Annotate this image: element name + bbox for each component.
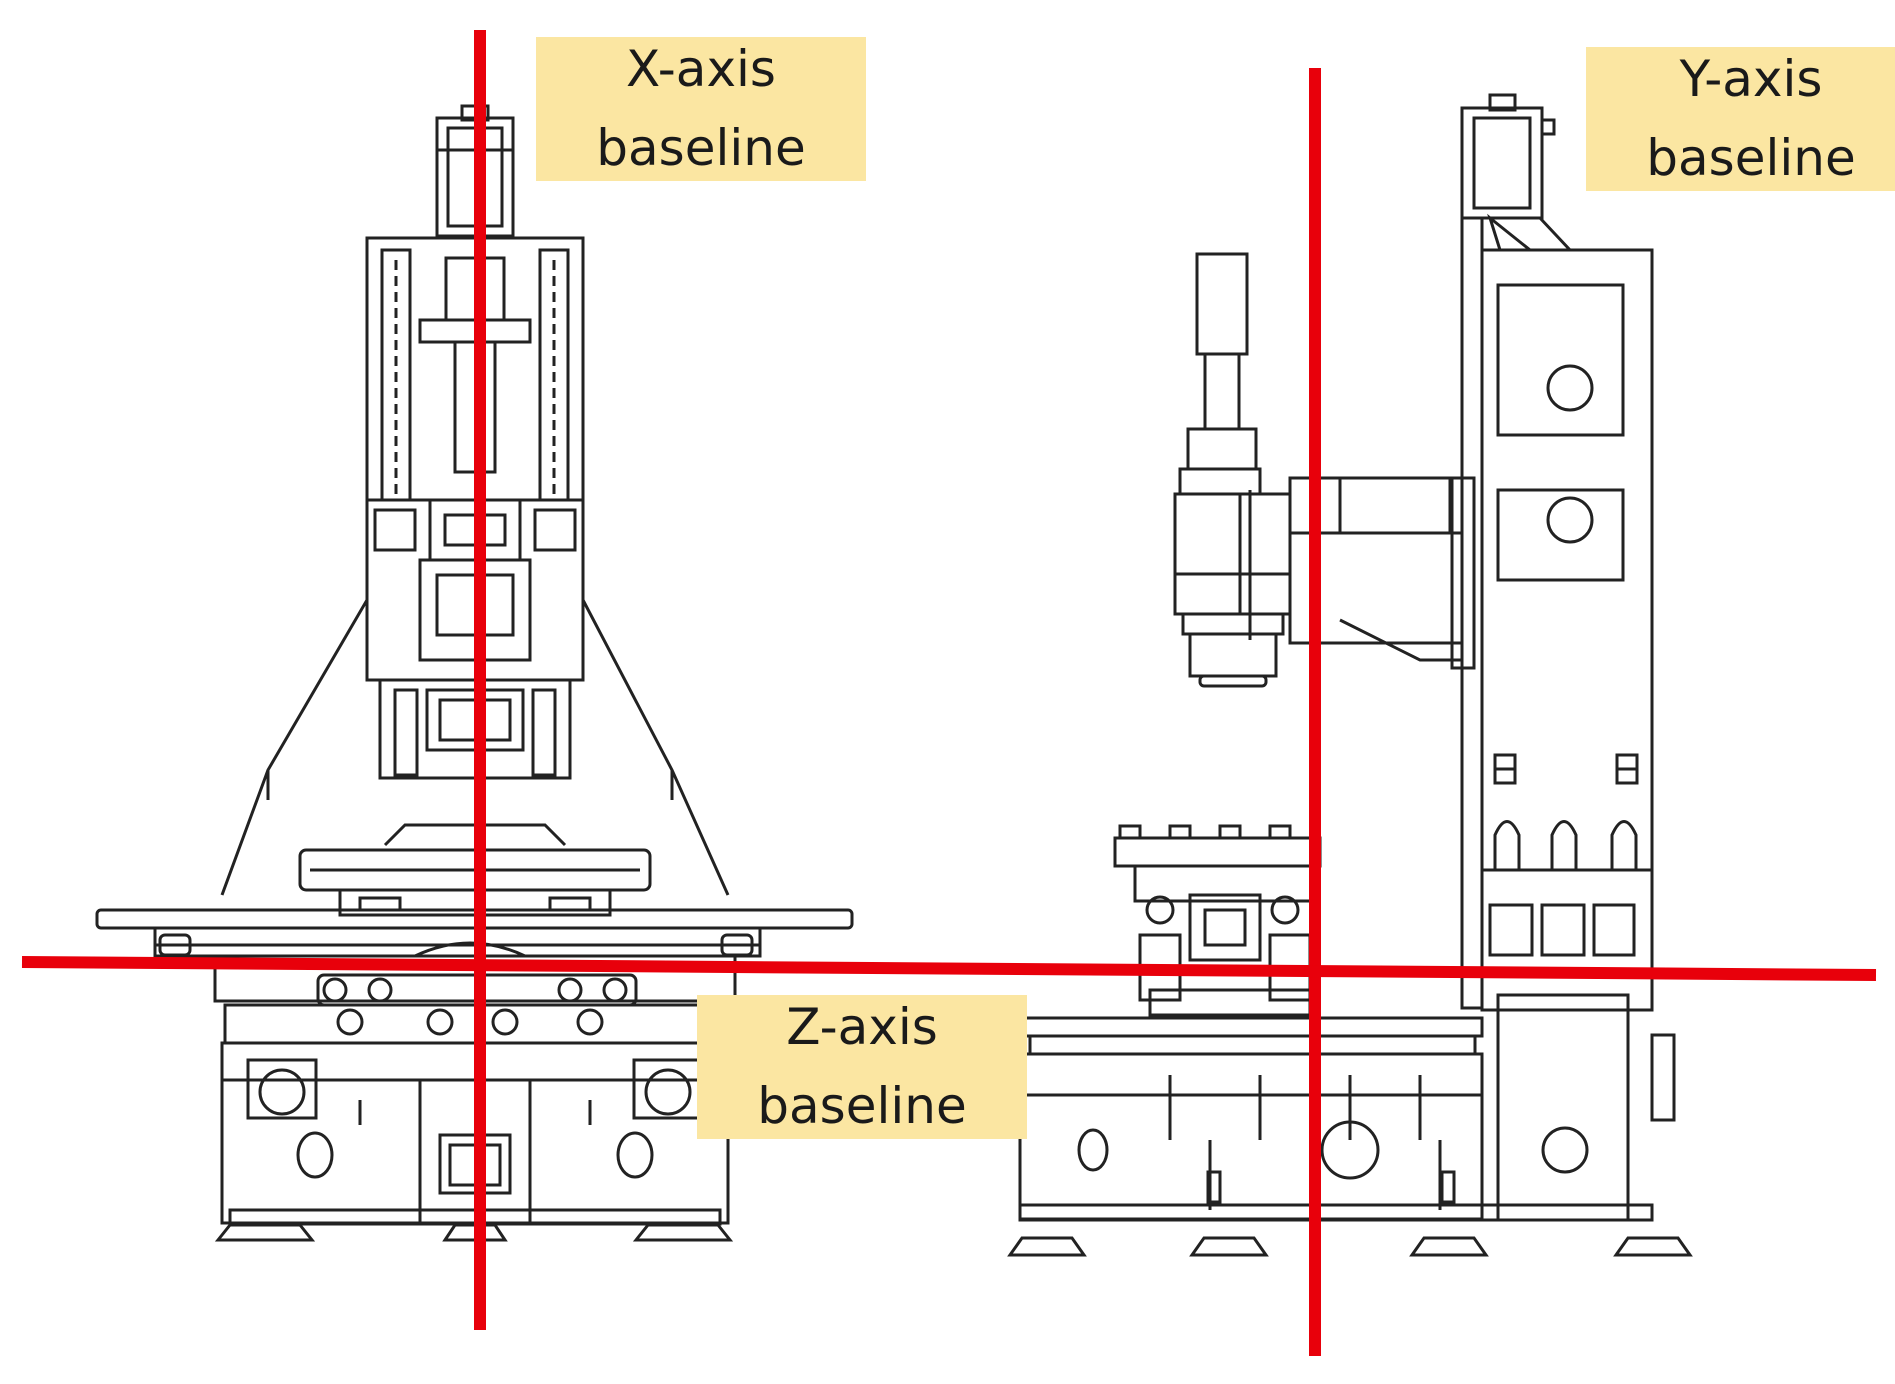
y-axis-label-line1: Y-axis [1679, 50, 1823, 108]
z-axis-label-line1: Z-axis [786, 998, 938, 1056]
baseline-lines [21, 30, 1877, 1356]
x-axis-label-line1: X-axis [626, 40, 776, 98]
x-axis-baseline-label: X-axis baseline [536, 37, 866, 181]
x-axis-label-line2: baseline [596, 119, 806, 177]
y-axis-label-line2: baseline [1646, 129, 1856, 187]
z-axis-baseline-label: Z-axis baseline [697, 995, 1027, 1139]
z-axis-label-line2: baseline [757, 1077, 967, 1135]
y-axis-baseline-label: Y-axis baseline [1586, 47, 1895, 191]
z-axis-baseline-line [21, 956, 1877, 981]
side-view-machine [1007, 93, 1693, 1257]
